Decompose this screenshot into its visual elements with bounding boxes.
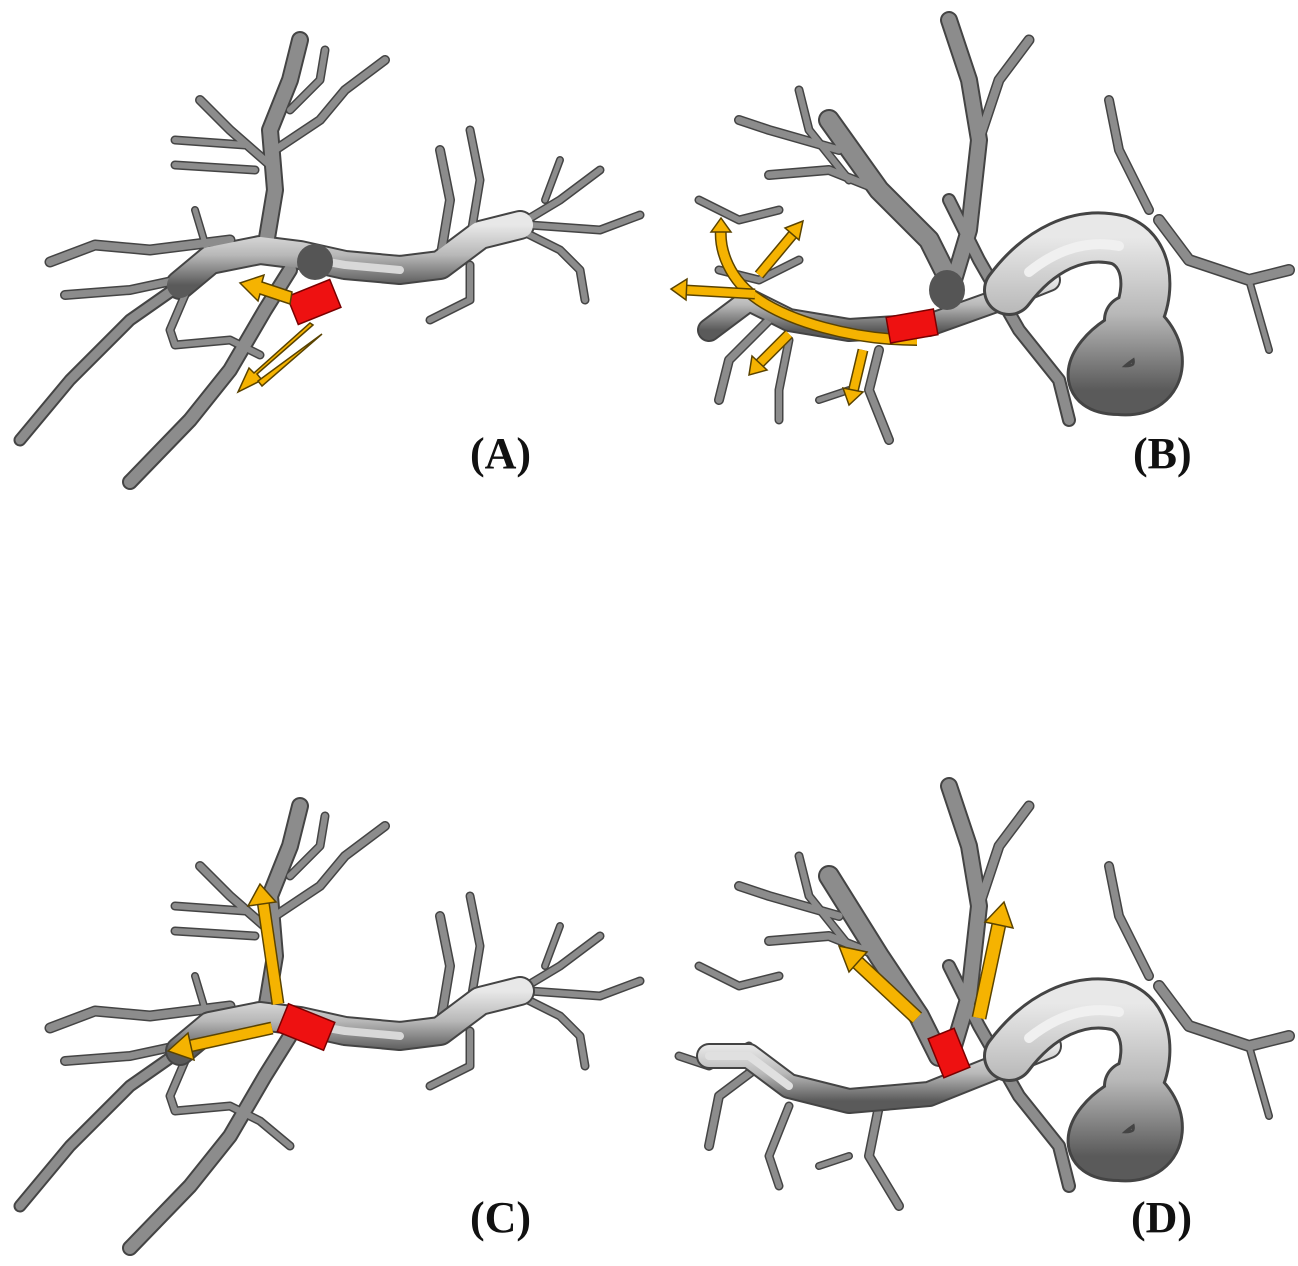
vessel-tree-b bbox=[669, 11, 1295, 445]
flow-arrow bbox=[236, 322, 323, 394]
occlusion-marker bbox=[286, 278, 342, 326]
vessel-tree-d bbox=[674, 777, 1295, 1211]
panel-d: (D) bbox=[649, 766, 1298, 1266]
panel-c: (C) bbox=[0, 766, 649, 1266]
flow-arrow bbox=[238, 273, 293, 305]
flow-arrow bbox=[971, 900, 1015, 1020]
flow-arrow bbox=[246, 882, 285, 1005]
occlusion-marker bbox=[885, 308, 939, 344]
vessel-tree-a bbox=[13, 31, 645, 490]
flow-arrow bbox=[841, 348, 869, 407]
flow-arrow bbox=[748, 330, 793, 377]
panel-label-c: (C) bbox=[470, 1193, 532, 1242]
vessel-branches bbox=[13, 797, 645, 1256]
vessel-branches bbox=[13, 31, 645, 490]
panel-a: (A) bbox=[0, 0, 649, 500]
occlusion-marker bbox=[276, 1002, 336, 1052]
flow-arrow bbox=[837, 944, 923, 1024]
occlusion-marker bbox=[927, 1027, 971, 1079]
panel-label-b: (B) bbox=[1133, 429, 1192, 478]
panel-label-a: (A) bbox=[470, 429, 532, 478]
flow-arrow bbox=[166, 1021, 274, 1062]
flow-arrow bbox=[669, 277, 756, 302]
flow-arrow-curved bbox=[709, 216, 918, 346]
vessel-branches bbox=[674, 777, 1295, 1211]
panel-b: (B) bbox=[649, 0, 1298, 500]
vessel-tree-c bbox=[13, 797, 645, 1256]
flow-arrow bbox=[754, 219, 805, 279]
panel-label-d: (D) bbox=[1131, 1193, 1193, 1242]
